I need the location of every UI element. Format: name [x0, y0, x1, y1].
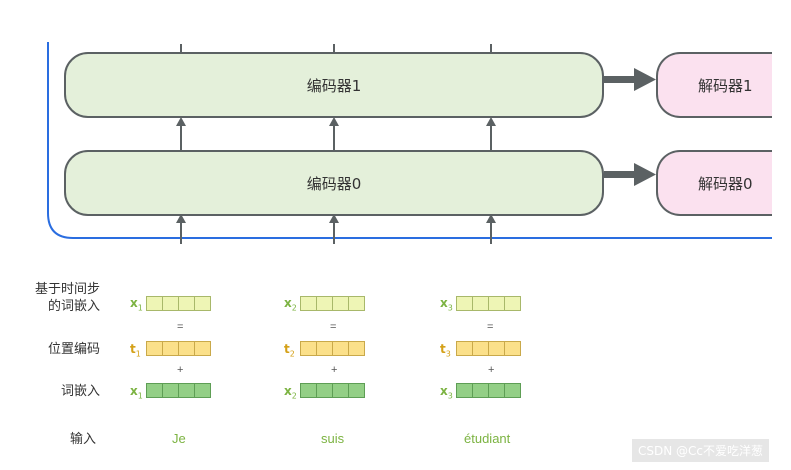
decoder-1-box: 解码器1 [656, 52, 772, 118]
x1-embedding-symbol: x1 [130, 384, 143, 401]
plus-sign-1: + [177, 364, 184, 376]
encoder-0-label: 编码器0 [306, 174, 362, 193]
embedding-vector-2 [300, 383, 365, 398]
time-embedding-row-label: 基于时间步 的词嵌入 [20, 281, 100, 315]
t2-symbol: t2 [284, 342, 295, 359]
x3-time-symbol: x3 [440, 296, 453, 313]
x2-time-symbol: x2 [284, 296, 297, 313]
time-embedding-vector-2 [300, 296, 365, 311]
input-word-1: Je [172, 431, 186, 446]
stack-outline [47, 42, 772, 239]
t3-symbol: t3 [440, 342, 451, 359]
t1-symbol: t1 [130, 342, 141, 359]
input-word-3: étudiant [464, 431, 511, 446]
x2-embedding-symbol: x2 [284, 384, 297, 401]
encoder-1-box: 编码器1 [64, 52, 604, 118]
decoder-1-label: 解码器1 [698, 76, 753, 95]
plus-sign-3: + [488, 364, 495, 376]
x3-embedding-symbol: x3 [440, 384, 453, 401]
encoder-1-label: 编码器1 [306, 76, 362, 95]
time-embedding-vector-1 [146, 296, 211, 311]
time-embedding-label-line-1: 基于时间步 [34, 282, 100, 297]
equals-sign-2: = [330, 321, 337, 333]
encoder-0-box: 编码器0 [64, 150, 604, 216]
position-vector-1 [146, 341, 211, 356]
position-vector-2 [300, 341, 365, 356]
plus-sign-2: + [331, 364, 338, 376]
encoder-decoder-arrows [604, 68, 656, 186]
x1-time-symbol: x1 [130, 296, 143, 313]
watermark: CSDN @Cc不爱吃洋葱 [631, 439, 769, 462]
time-embedding-vector-3 [456, 296, 521, 311]
middle-arrows [176, 117, 496, 150]
position-vector-3 [456, 341, 521, 356]
decoder-0-box: 解码器0 [656, 150, 772, 216]
embedding-vector-3 [456, 383, 521, 398]
decoder-0-label: 解码器0 [698, 174, 753, 193]
input-row-label: 输入 [69, 432, 96, 447]
input-arrows [176, 214, 496, 244]
equals-sign-1: = [177, 321, 184, 333]
input-word-2: suis [321, 431, 345, 446]
time-embedding-label-line-2: 的词嵌入 [47, 299, 100, 314]
equals-sign-3: = [487, 321, 494, 333]
position-row-label: 位置编码 [47, 342, 100, 357]
embedding-vector-1 [146, 383, 211, 398]
embedding-row-label: 词嵌入 [60, 384, 100, 399]
